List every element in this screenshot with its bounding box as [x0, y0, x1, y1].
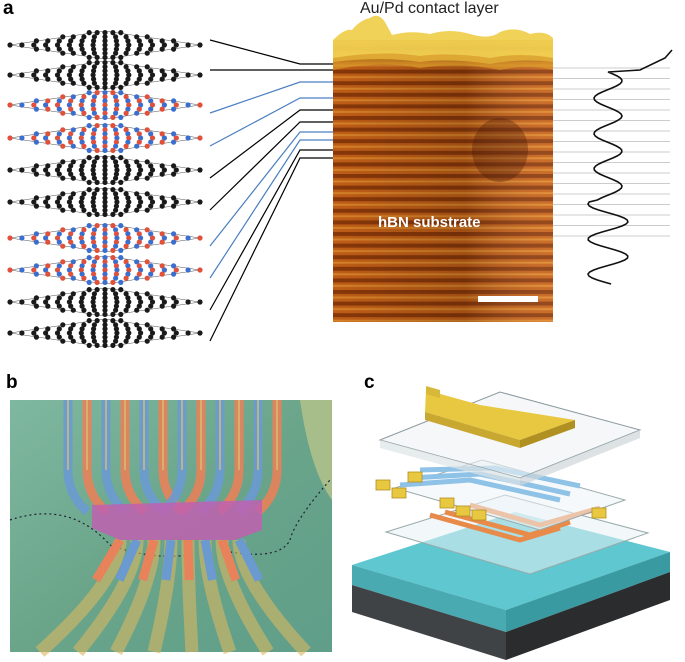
small-contacts: [375, 471, 607, 521]
graphene-layer: [7, 318, 203, 348]
bottom-lead: [217, 538, 241, 582]
bottom-lead: [161, 539, 176, 581]
hBN-layer: [7, 255, 203, 285]
connector-line: [209, 131, 333, 247]
substrate-base: [352, 585, 506, 660]
bottom-lead: [92, 537, 124, 583]
panel-label-a: a: [3, 0, 14, 19]
contact-layer-label: Au/Pd contact layer: [360, 0, 499, 17]
connector-line: [209, 157, 333, 342]
profile-curve: [587, 49, 673, 285]
device-region: [92, 500, 262, 540]
bottom-lead: [234, 537, 264, 583]
graphene-layer: [7, 155, 203, 185]
substrate-label: hBN substrate: [378, 214, 481, 231]
top-lead: [63, 400, 91, 516]
panel-label-c: c: [364, 372, 375, 393]
connector-line: [209, 139, 333, 279]
graphene-layer: [7, 287, 203, 317]
scale-bar: [478, 296, 538, 302]
panel-a: [7, 15, 673, 348]
bottom-lead: [138, 538, 159, 582]
panel-label-b: b: [6, 372, 18, 393]
tem-image: [333, 15, 553, 322]
panel-c: [352, 386, 670, 660]
graphene-layer: [7, 187, 203, 217]
connector-line: [209, 149, 333, 311]
hBN-layer: [7, 223, 203, 253]
layer-stack: [7, 29, 203, 348]
connector-line: [209, 81, 333, 114]
top-contact: [425, 390, 575, 440]
layer-connectors: [209, 39, 333, 342]
bottom-lead: [183, 539, 194, 581]
bottom-lead: [115, 538, 142, 582]
graphene-layer: [7, 60, 203, 90]
bottom-lead: [200, 539, 217, 581]
connector-line: [209, 39, 333, 65]
panel-b: [9, 400, 332, 657]
hBN-layer: [7, 123, 203, 153]
connector-line: [209, 97, 333, 147]
hBN-layer: [7, 90, 203, 120]
connector-line: [209, 121, 333, 211]
intensity-profile: [553, 49, 673, 285]
connector-line: [209, 109, 333, 179]
graphene-layer: [7, 29, 203, 61]
